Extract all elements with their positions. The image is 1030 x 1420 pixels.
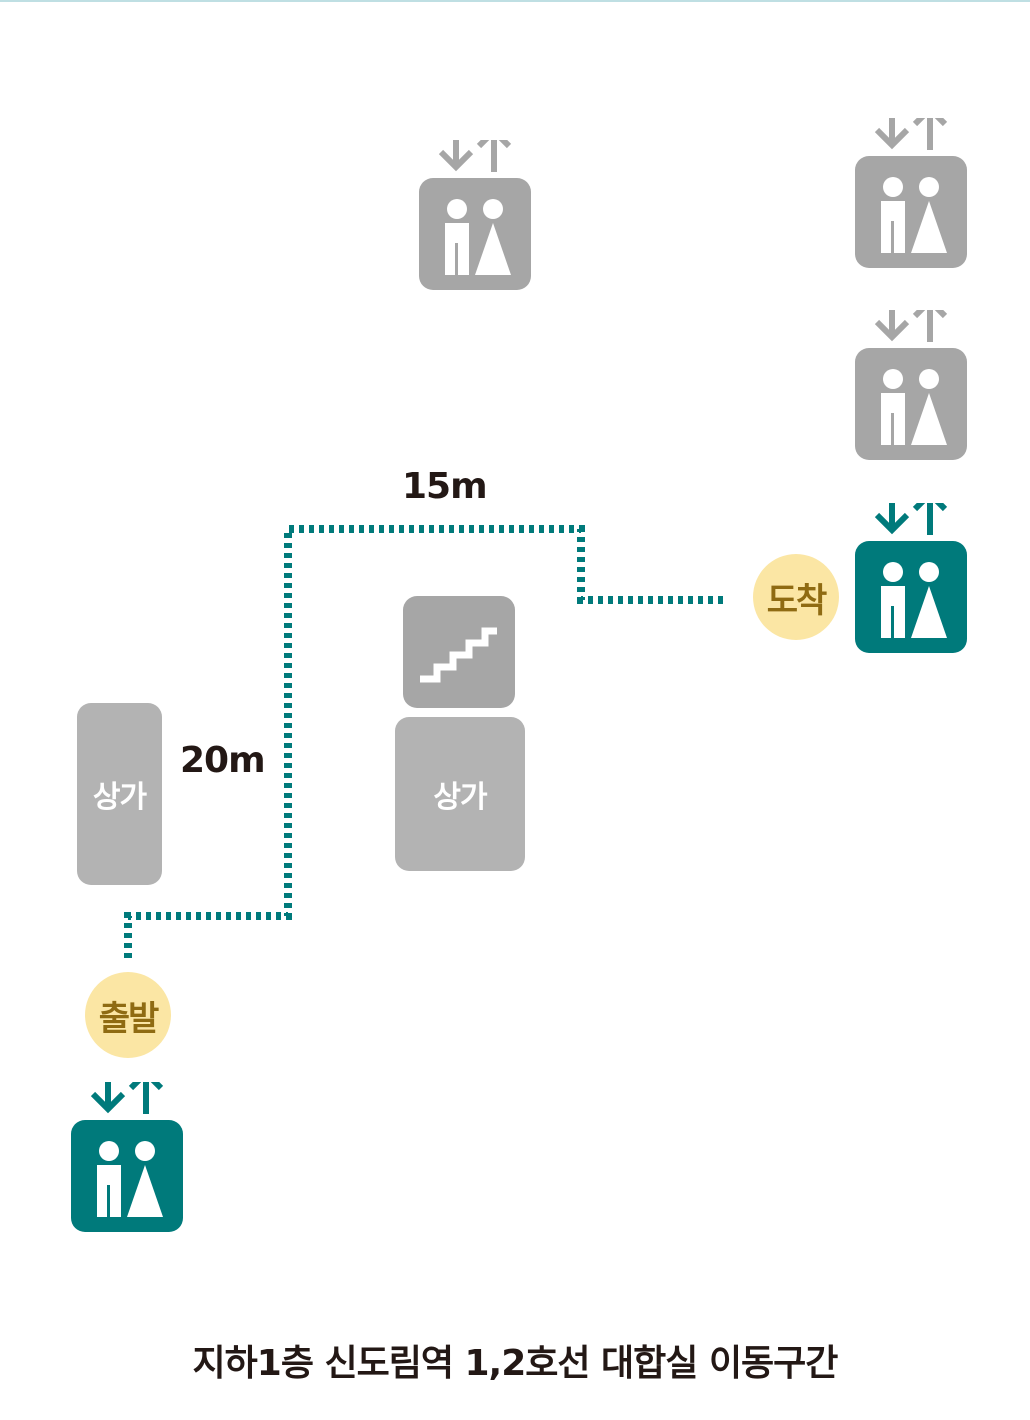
elevator-start[interactable]	[71, 1082, 183, 1232]
shop-center: 상가	[395, 717, 525, 871]
elevator-top-right[interactable]	[855, 118, 967, 268]
start-badge: 출발	[85, 972, 171, 1058]
shop-center-label: 상가	[433, 780, 487, 815]
elevator-icon	[855, 541, 967, 653]
elevator-icon	[71, 1120, 183, 1232]
top-divider	[0, 0, 1030, 2]
up-down-arrows-icon	[874, 118, 948, 150]
distance-horizontal: 15m	[402, 466, 488, 507]
elevator-icon	[855, 348, 967, 460]
up-down-arrows-icon	[90, 1082, 164, 1114]
start-badge-label: 출발	[98, 998, 160, 1039]
elevator-icon	[419, 178, 531, 290]
end-badge: 도착	[753, 554, 839, 640]
stairs-icon	[403, 596, 515, 708]
shop-left: 상가	[77, 703, 162, 885]
up-down-arrows-icon	[438, 140, 512, 172]
elevator-icon	[855, 156, 967, 268]
diagram-caption: 지하1층 신도림역 1,2호선 대합실 이동구간	[192, 1343, 839, 1384]
end-badge-label: 도착	[766, 580, 828, 621]
shop-left-label: 상가	[92, 780, 147, 815]
up-down-arrows-icon	[874, 503, 948, 535]
elevator-top-center[interactable]	[419, 140, 531, 290]
distance-vertical: 20m	[180, 740, 266, 781]
elevator-middle-right[interactable]	[855, 310, 967, 460]
up-down-arrows-icon	[874, 310, 948, 342]
elevator-destination[interactable]	[855, 503, 967, 653]
